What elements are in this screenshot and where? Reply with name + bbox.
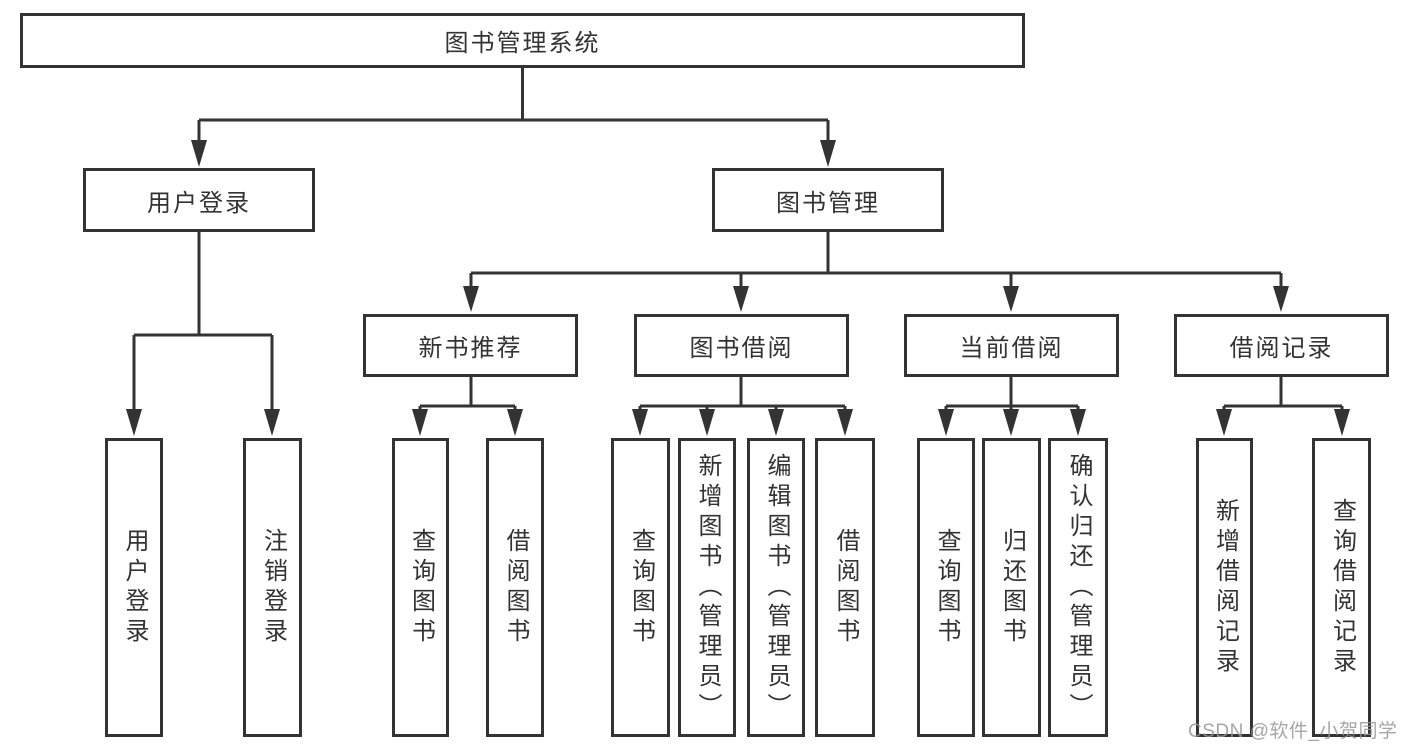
node-book-management-branch: 图书管理 [712, 168, 944, 232]
leaf-label: 用户登录 [121, 527, 148, 648]
leaf-label: 新增图书（管理员） [694, 452, 721, 723]
leaf-add-books-admin: 新增图书（管理员） [678, 438, 736, 737]
leaf-borrow-books: 借阅图书 [815, 438, 875, 737]
leaf-label: 归还图书 [998, 527, 1026, 648]
node-book-borrowing: 图书借阅 [634, 314, 849, 377]
leaf-label: 查询借阅记录 [1328, 497, 1356, 678]
leaf-label: 新增借阅记录 [1211, 497, 1239, 678]
csdn-watermark: CSDN @软件_小贺同学 [1188, 721, 1398, 742]
node-current-borrowing: 当前借阅 [904, 314, 1119, 377]
node-label: 图书借阅 [689, 335, 794, 362]
node-label: 用户登录 [147, 189, 251, 217]
node-label: 借阅记录 [1229, 335, 1334, 362]
leaf-query-books: 查询图书 [611, 438, 670, 737]
leaf-query-borrow-record: 查询借阅记录 [1312, 438, 1371, 737]
leaf-label: 查询图书 [933, 527, 960, 648]
leaf-user-login: 用户登录 [105, 438, 163, 737]
leaf-label: 确认归还（管理员） [1065, 452, 1092, 723]
leaf-return-books: 归还图书 [982, 438, 1041, 737]
leaf-label: 注销登录 [259, 527, 287, 648]
leaf-label: 查询图书 [407, 527, 435, 648]
leaf-add-borrow-record: 新增借阅记录 [1196, 438, 1253, 737]
leaf-logout: 注销登录 [243, 438, 302, 737]
leaf-confirm-return-admin: 确认归还（管理员） [1048, 438, 1108, 737]
node-new-book-recommendation: 新书推荐 [363, 314, 578, 377]
node-label: 图书管理系统 [444, 30, 601, 57]
leaf-query-books: 查询图书 [392, 438, 449, 737]
leaf-label: 查询图书 [627, 527, 655, 648]
node-library-management-system: 图书管理系统 [20, 13, 1025, 68]
leaf-edit-books-admin: 编辑图书（管理员） [747, 438, 805, 737]
leaf-borrow-books: 借阅图书 [486, 438, 544, 737]
arrowheads [126, 140, 1350, 436]
node-label: 图书管理 [776, 189, 880, 217]
node-borrowing-records: 借阅记录 [1174, 314, 1389, 377]
leaf-query-books: 查询图书 [917, 438, 975, 737]
node-user-login-branch: 用户登录 [83, 168, 315, 232]
leaf-label: 借阅图书 [832, 527, 859, 648]
node-label: 当前借阅 [959, 335, 1064, 362]
node-label: 新书推荐 [418, 335, 523, 362]
leaf-label: 借阅图书 [502, 527, 529, 648]
leaf-label: 编辑图书（管理员） [763, 452, 790, 723]
